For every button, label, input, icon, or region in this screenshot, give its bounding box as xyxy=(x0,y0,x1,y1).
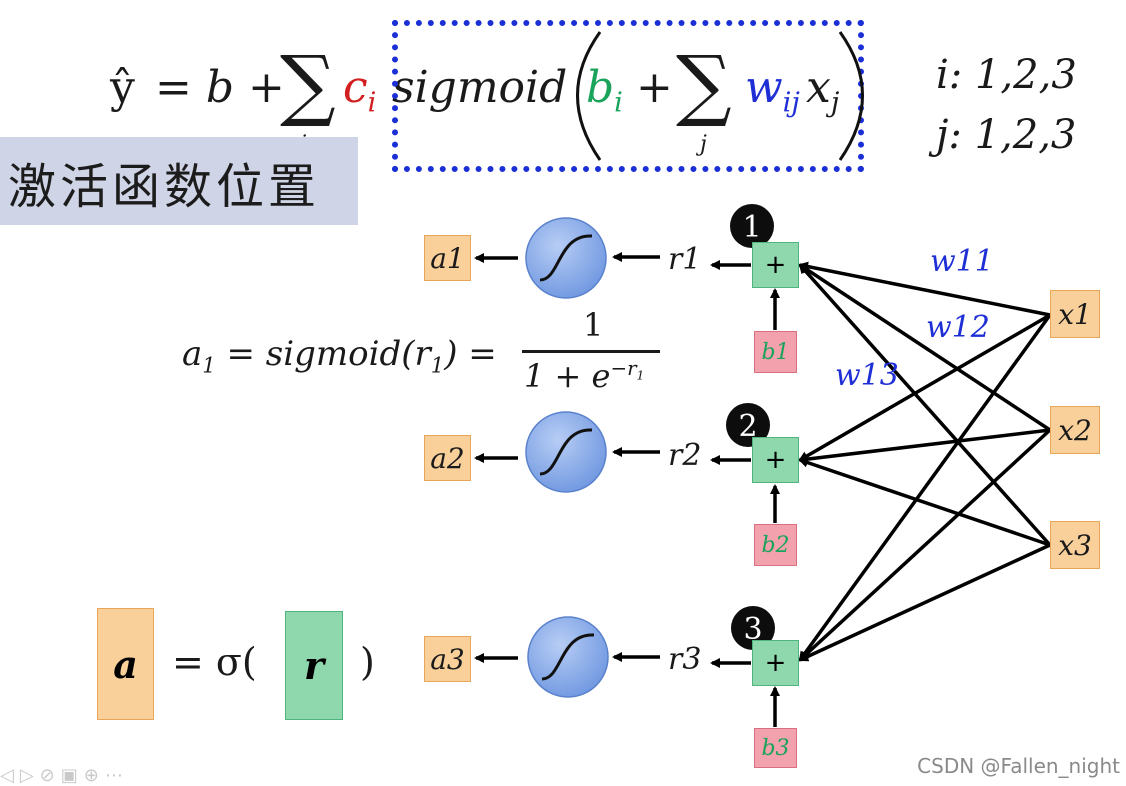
fraction-numerator: 1 xyxy=(583,306,604,344)
r-label-3: r3 xyxy=(668,642,702,677)
sum-node-2: + xyxy=(752,437,799,483)
edge-x3-s1 xyxy=(798,263,1052,547)
watermark: CSDN @Fallen_night xyxy=(917,754,1120,778)
fraction-denominator: 1 + e−r1 xyxy=(524,357,645,395)
vector-eq-close: ) xyxy=(360,640,375,684)
edge-x3-s3 xyxy=(798,543,1051,662)
r-label-1: r1 xyxy=(668,242,702,277)
title-text: 激活函数位置 xyxy=(8,159,321,215)
connection-lines xyxy=(798,261,1052,662)
equals-b-plus: = b + xyxy=(155,62,285,113)
sigmoid-equation-lhs: a1 = sigmoid(r1) = xyxy=(182,334,497,378)
input-node-x3: x3 xyxy=(1050,521,1100,569)
top-formula: ŷ = b + ∑ i ci sigmoid xyxy=(110,40,890,160)
range-j: j: 1,2,3 xyxy=(936,112,1077,158)
edge-x2-s3 xyxy=(798,428,1052,662)
sigmoid-units xyxy=(525,217,609,698)
r-label-2: r2 xyxy=(668,438,702,473)
sum-badges: 1 2 3 xyxy=(726,204,775,650)
weight-w13: w13 xyxy=(835,358,899,393)
edge-x2-s2 xyxy=(798,428,1051,465)
left-paren xyxy=(576,31,602,161)
edge-x1-s2 xyxy=(798,313,1051,462)
badge-3 xyxy=(731,606,775,650)
sum-node-3: + xyxy=(752,640,799,686)
vector-eq-sigma: = σ( xyxy=(172,640,257,684)
sigmoid-icon-2 xyxy=(525,411,607,493)
badge-1 xyxy=(730,204,774,248)
edge-x2-s1 xyxy=(798,263,1051,432)
output-node-a1: a1 xyxy=(424,235,471,281)
presentation-toolbar[interactable]: ◁▷⊘▣⊕⋯ xyxy=(0,765,129,786)
b-i: bi xyxy=(586,62,623,119)
yhat: ŷ xyxy=(110,62,135,113)
output-node-a3: a3 xyxy=(424,636,471,682)
w-ij: wij xyxy=(745,62,800,119)
fraction-bar xyxy=(522,350,660,353)
c-i: ci xyxy=(343,62,377,119)
sum-j-symbol: ∑ xyxy=(676,40,732,130)
badge-3-label: 3 xyxy=(743,612,762,647)
bias-node-2: b2 xyxy=(754,524,797,566)
vector-r-box: r xyxy=(285,611,343,720)
x-j: xj xyxy=(806,62,840,119)
inner-plus: + xyxy=(636,62,673,113)
bias-node-3: b3 xyxy=(754,728,797,768)
right-paren xyxy=(838,31,864,161)
sigmoid-icon-3 xyxy=(527,616,609,698)
sigmoid-text: sigmoid xyxy=(392,62,568,113)
badge-2-label: 2 xyxy=(738,409,757,444)
sum-node-1: + xyxy=(752,242,799,288)
weight-w11: w11 xyxy=(930,244,994,279)
edge-x3-s2 xyxy=(798,457,1051,547)
title-banner: 激活函数位置 xyxy=(0,137,358,225)
range-i: i: 1,2,3 xyxy=(936,52,1077,98)
sum-i-symbol: ∑ xyxy=(280,40,336,130)
badge-2 xyxy=(726,403,770,447)
sigmoid-icon-1 xyxy=(525,217,607,299)
output-node-a2: a2 xyxy=(424,435,471,481)
vector-a-box: a xyxy=(97,608,154,720)
weight-w12: w12 xyxy=(926,310,990,345)
edge-x1-s3 xyxy=(798,313,1052,662)
sum-j-sub: j xyxy=(700,132,707,157)
input-node-x2: x2 xyxy=(1050,406,1100,454)
input-node-x1: x1 xyxy=(1050,290,1100,338)
bias-node-1: b1 xyxy=(754,331,797,373)
edge-x1-s1 xyxy=(798,261,1051,317)
badge-1-label: 1 xyxy=(742,210,761,245)
